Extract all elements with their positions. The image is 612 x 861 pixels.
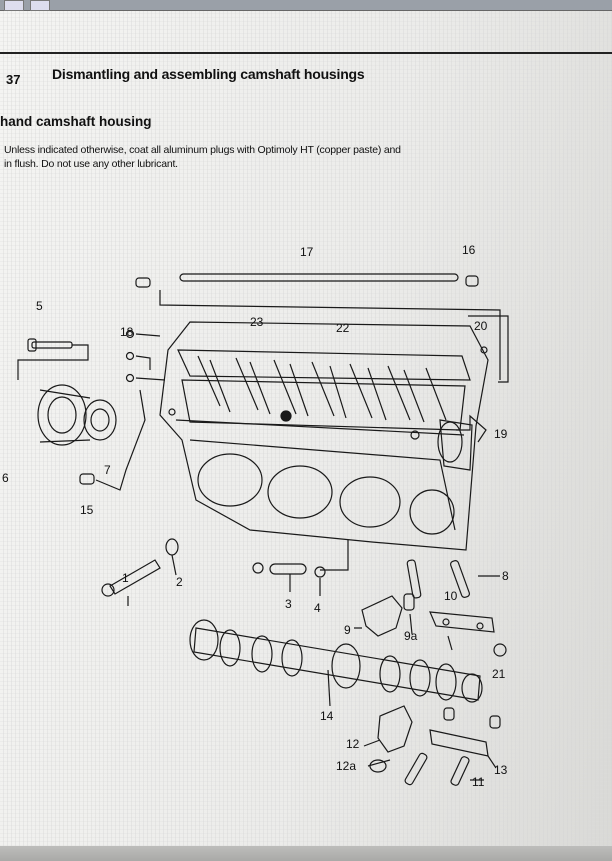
section-title: hand camshaft housing [0, 114, 152, 129]
callout-19: 19 [494, 427, 508, 441]
callout-7: 7 [104, 463, 111, 477]
callout-21: 21 [492, 667, 506, 681]
callout-15: 15 [80, 503, 94, 517]
callout-12a: 12a [336, 759, 356, 773]
page-bottom-edge [0, 846, 612, 861]
page-number: 37 [6, 72, 21, 87]
rocker-arm-parts [354, 593, 507, 657]
camshaft-housing-part [159, 321, 489, 551]
callout-18: 18 [120, 325, 134, 339]
note-line-1: Unless indicated otherwise, coat all alu… [4, 144, 401, 156]
page-title: Dismantling and assembling camshaft hous… [52, 66, 365, 82]
callout-4: 4 [314, 601, 321, 615]
callout-12: 12 [346, 737, 360, 751]
lower-rocker-parts [363, 705, 501, 786]
header-rule [0, 52, 612, 54]
instruction-note: Unless indicated otherwise, coat all alu… [4, 143, 544, 171]
callout-9a: 9a [404, 629, 418, 643]
callout-17: 17 [300, 245, 314, 259]
callout-1: 1 [122, 571, 129, 585]
camshaft-part [189, 619, 483, 707]
bolt-parts-8 [406, 559, 500, 599]
callout-23: 23 [250, 315, 264, 329]
callout-16: 16 [462, 243, 476, 257]
callout-5: 5 [36, 299, 43, 313]
toolbar-icon[interactable] [30, 0, 50, 11]
note-line-2: in flush. Do not use any other lubricant… [4, 158, 178, 170]
callout-22: 22 [336, 321, 350, 335]
bracket-parts [437, 315, 509, 463]
callout-3: 3 [285, 597, 292, 611]
toolbar-icon[interactable] [4, 0, 24, 11]
callout-20: 20 [474, 319, 488, 333]
callout-14: 14 [320, 709, 334, 723]
callout-2: 2 [176, 575, 183, 589]
plug-parts [125, 329, 166, 383]
callout-11: 11 [472, 775, 485, 789]
exploded-view-diagram: 6 1 2 3 4 5 7 8 9 9a 10 11 12 12a 13 14 … [2, 243, 509, 789]
bolt-and-seal-parts [101, 538, 179, 606]
callout-13: 13 [494, 763, 508, 777]
plug-bolt-parts [252, 540, 349, 596]
window-top-edge [0, 0, 612, 11]
callout-6: 6 [2, 471, 9, 485]
cover-assembly-part [17, 338, 146, 491]
callout-10: 10 [444, 589, 458, 603]
long-bolt-part [135, 273, 501, 380]
callout-9: 9 [344, 623, 351, 637]
callout-8: 8 [502, 569, 509, 583]
